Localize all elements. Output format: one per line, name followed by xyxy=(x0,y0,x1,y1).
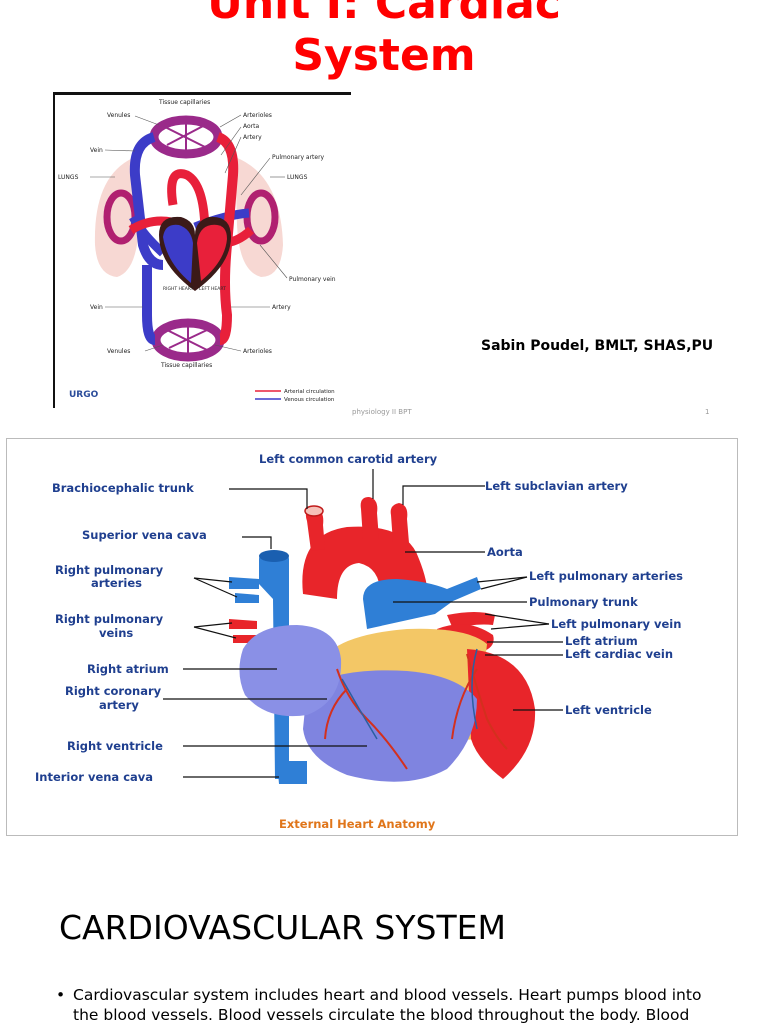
label-left-ventricle: Left ventricle xyxy=(565,703,652,717)
label-pulmonary-trunk: Pulmonary trunk xyxy=(529,595,638,609)
label-pulmonary-artery: Pulmonary artery xyxy=(272,154,325,161)
title-line-1: Unit I: Cardiac xyxy=(207,0,561,29)
brachiocephalic-trunk-shape xyxy=(305,507,325,551)
left-common-carotid-shape xyxy=(360,497,379,539)
label-venules-top: Venules xyxy=(107,112,130,119)
svc-opening xyxy=(259,550,289,562)
label-left-pulmonary-arteries: Left pulmonary arteries xyxy=(529,569,683,583)
label-tissue-capillaries-bottom: Tissue capillaries xyxy=(160,362,212,369)
bullet-item: • Cardiovascular system includes heart a… xyxy=(56,985,716,1025)
label-left-cardiac-vein: Left cardiac vein xyxy=(565,647,673,661)
capillary-mesh-bottom xyxy=(166,324,208,356)
heart-diagram-caption: External Heart Anatomy xyxy=(279,817,436,831)
bullet-dot: • xyxy=(56,986,66,1004)
left-lung xyxy=(94,157,139,277)
right-pulmonary-artery-shape-1 xyxy=(229,577,259,589)
label-arterioles-top: Arterioles xyxy=(243,112,272,119)
slide-title: Unit I: Cardiac System xyxy=(0,0,768,82)
label-right-pulmonary-arteries-2: arteries xyxy=(91,576,142,590)
cardiac-veins xyxy=(341,648,478,740)
label-pulmonary-vein: Pulmonary vein xyxy=(289,276,336,283)
urgo-logo: URGO xyxy=(69,390,99,400)
heart-leader-lines xyxy=(163,469,563,778)
left-ventricle-shape xyxy=(467,649,536,779)
author-credit: Sabin Poudel, BMLT, SHAS,PU xyxy=(481,338,714,354)
left-subclavian-shape xyxy=(390,503,409,543)
circulation-diagram-svg: Tissue capillaries Venules Arterioles Ao… xyxy=(58,99,336,403)
right-pulmonary-vein-shape-1 xyxy=(229,619,257,629)
inferior-vena-cava-shape xyxy=(277,761,307,784)
label-venules-bottom: Venules xyxy=(107,348,130,355)
label-brachiocephalic-trunk: Brachiocephalic trunk xyxy=(52,481,194,495)
label-artery-top: Artery xyxy=(243,134,262,141)
circulation-legend: Arterial circulation Venous circulation xyxy=(255,389,335,403)
capillary-mesh-top xyxy=(164,121,206,153)
venous-vessel-lower xyxy=(142,265,157,345)
brachiocephalic-opening xyxy=(304,505,324,517)
label-inferior-vena-cava: Interior vena cava xyxy=(35,770,153,784)
section-heading: CARDIOVASCULAR SYSTEM xyxy=(59,908,506,947)
label-right-pulmonary-veins-2: veins xyxy=(99,626,133,640)
slide-page-number: 1 xyxy=(705,408,710,416)
label-superior-vena-cava: Superior vena cava xyxy=(82,528,207,542)
label-aorta: Aorta xyxy=(487,545,523,559)
title-line-2: System xyxy=(292,30,476,81)
heart-labels: Left common carotid artery Brachiocephal… xyxy=(35,452,683,784)
label-artery-bottom: Artery xyxy=(272,304,291,311)
left-heart-chamber xyxy=(197,224,227,281)
label-vein-bottom: Vein xyxy=(90,304,103,311)
right-atrium-shape xyxy=(239,625,342,717)
label-lungs-left: LUNGS xyxy=(58,174,79,181)
label-left-pulmonary-vein: Left pulmonary vein xyxy=(551,617,681,631)
label-tissue-capillaries-top: Tissue capillaries xyxy=(158,99,210,106)
label-right-ventricle: Right ventricle xyxy=(67,739,163,753)
urgo-logo-text: URGO xyxy=(69,390,99,400)
arterial-vessel-right xyxy=(215,132,239,345)
slide-2-heart-anatomy: Left common carotid artery Brachiocephal… xyxy=(6,438,738,836)
label-aorta: Aorta xyxy=(243,123,259,130)
slide-1: Unit I: Cardiac System xyxy=(0,0,768,425)
pulmonary-trunk-shape xyxy=(363,577,481,629)
right-heart-chamber xyxy=(163,224,193,283)
right-ventricle-shape xyxy=(303,670,477,782)
label-vein-top: Vein xyxy=(90,147,103,154)
heart-anatomy-svg: Left common carotid artery Brachiocephal… xyxy=(35,452,683,831)
pulmonary-artery-vessel-left xyxy=(129,214,167,257)
label-left-heart: LEFT HEART xyxy=(199,286,226,292)
legend-venous-label: Venous circulation xyxy=(284,397,335,403)
label-right-coronary-artery-2: artery xyxy=(99,698,139,712)
label-right-coronary-artery-1: Right coronary xyxy=(65,684,162,698)
bullet-text: Cardiovascular system includes heart and… xyxy=(73,986,702,1024)
venous-vessel-upper xyxy=(129,132,164,270)
legend-arterial-label: Arterial circulation xyxy=(284,389,335,395)
right-pulmonary-artery-shape-2 xyxy=(235,593,259,603)
label-left-subclavian-artery: Left subclavian artery xyxy=(485,479,628,493)
label-arterioles-bottom: Arterioles xyxy=(243,348,272,355)
slide-footer-label: physiology II BPT xyxy=(352,408,412,416)
circulation-labels: Tissue capillaries Venules Arterioles Ao… xyxy=(58,99,336,369)
label-left-common-carotid-artery: Left common carotid artery xyxy=(259,452,438,466)
label-right-pulmonary-arteries-1: Right pulmonary xyxy=(55,563,164,577)
aorta-vessel xyxy=(167,169,210,236)
label-right-atrium: Right atrium xyxy=(87,662,169,676)
label-right-pulmonary-veins-1: Right pulmonary xyxy=(55,612,164,626)
label-right-heart: RIGHT HEART xyxy=(163,286,194,292)
circulation-diagram: Tissue capillaries Venules Arterioles Ao… xyxy=(53,92,351,408)
label-left-atrium: Left atrium xyxy=(565,634,638,648)
label-lungs-right: LUNGS xyxy=(287,174,308,181)
circulation-leader-lines xyxy=(90,114,288,352)
